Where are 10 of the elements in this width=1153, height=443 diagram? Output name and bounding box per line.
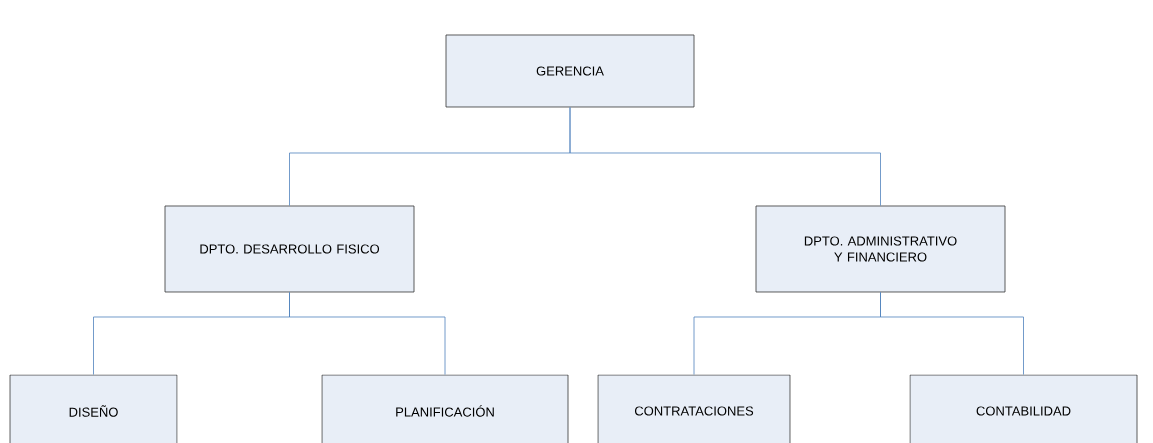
org-box: CONTRATACIONES [597, 374, 791, 443]
connector-line [289, 292, 446, 375]
org-box: DPTO. ADMINISTRATIVO Y FINANCIERO [755, 205, 1006, 293]
connector-line [880, 292, 1024, 375]
org-box: GERENCIA [445, 34, 695, 108]
org-box: DPTO. DESARROLLO FISICO [164, 205, 415, 293]
connector-line [569, 107, 881, 206]
org-box: CONTABILIDAD [909, 374, 1138, 443]
org-box: DISEÑO [9, 374, 178, 443]
org-box: PLANIFICACIÓN [321, 374, 569, 443]
